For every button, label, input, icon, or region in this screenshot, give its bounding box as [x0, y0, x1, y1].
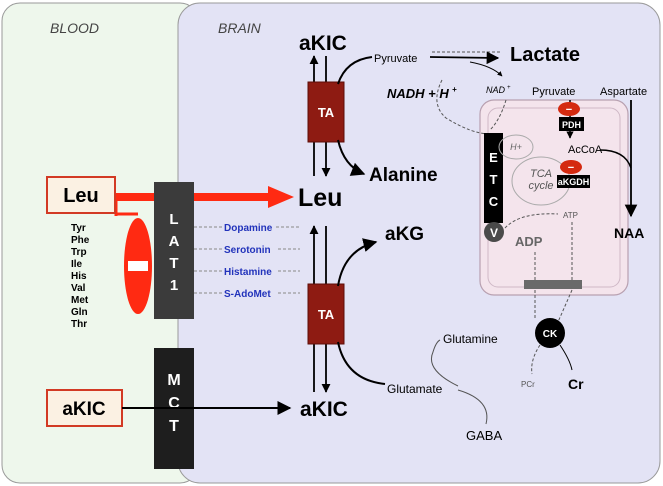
competing-aa-met: Met [71, 295, 89, 306]
competing-aa-val: Val [71, 283, 86, 294]
neuro-dopamine: Dopamine [224, 223, 273, 234]
competing-aa-gln: Gln [71, 307, 88, 318]
akgdh-label: aKGDH [558, 177, 590, 187]
glutamate-to-glutamine-curve [431, 339, 459, 387]
atp-synthase-v [484, 222, 504, 242]
leu-blood-box [46, 176, 116, 214]
lat1-letter-t: T [169, 255, 178, 272]
lat1-letter-a: A [169, 233, 180, 250]
nadh-to-etc-dashed [489, 99, 507, 131]
accoa-label: AcCoA [568, 144, 603, 156]
atp-label: ATP [563, 211, 578, 220]
aspartate-label: Aspartate [600, 86, 647, 98]
competing-aa-phe: Phe [71, 235, 90, 246]
mct-letter-c: C [168, 395, 180, 412]
lat1-transporter [154, 182, 194, 319]
pyruvate-to-ta-curve [337, 56, 373, 85]
pyruvate-lactate-arrow [429, 51, 500, 65]
akic-bottom-label: aKIC [300, 398, 348, 421]
competing-aa-tyr: Tyr [71, 223, 86, 234]
gaba-label: GABA [466, 428, 502, 443]
akic-blood-label: aKIC [62, 399, 106, 420]
glutamine-label: Glutamine [443, 332, 498, 346]
ta-top-box [307, 81, 345, 143]
nad-label: NAD [486, 85, 506, 95]
competing-aa-thr: Thr [71, 319, 87, 330]
ck-link-right [557, 289, 573, 323]
leu-brain-label: Leu [298, 184, 342, 212]
ck-label: CK [543, 329, 558, 340]
neuro-sadomet: S-AdoMet [224, 289, 271, 300]
atp-synthase-label: V [490, 226, 498, 240]
nad-curve [469, 61, 503, 77]
leu-blood-label: Leu [63, 185, 99, 207]
nadh-sup: + [452, 85, 457, 94]
mct-letter-t: T [169, 418, 179, 435]
competing-aa-his: His [71, 271, 87, 282]
competing-aa-trp: Trp [71, 247, 87, 258]
ta-bottom-box [307, 283, 345, 345]
pyruvate-ta-label: Pyruvate [374, 53, 417, 65]
h-plus-space [498, 134, 534, 160]
glutamate-label: Glutamate [387, 382, 443, 396]
competing-aa-ile: Ile [71, 259, 83, 270]
tca-label-2: cycle [528, 180, 553, 192]
ck-to-cr-curve [559, 344, 573, 371]
akgdh-inhibitor-sign: − [568, 162, 574, 174]
neuro-serotonin: Serotonin [224, 245, 271, 256]
etc-letter-e: E [489, 150, 498, 165]
cr-label: Cr [568, 376, 584, 392]
akg-label: aKG [385, 224, 424, 245]
brain-label: BRAIN [218, 20, 262, 36]
pcr-label: PCr [521, 380, 535, 389]
ck-to-pcr-curve [531, 344, 541, 375]
nad-sup: + [507, 85, 511, 91]
etc-complex [484, 133, 503, 223]
accoa-to-naa-curve [599, 149, 632, 169]
nadh-label: NADH + H [387, 86, 449, 101]
lat1-letter-1: 1 [170, 277, 178, 294]
pdh-inhibitor-sign: − [566, 104, 572, 116]
ta-to-akg-curve [337, 238, 378, 287]
akgdh-box [557, 175, 590, 188]
h-plus-label: H+ [510, 142, 522, 152]
glutamate-to-gaba-curve [457, 389, 488, 425]
akic-top-label: aKIC [299, 32, 347, 55]
akgdh-inhibitor [560, 160, 582, 174]
competition-inhibitor-sign [128, 261, 148, 271]
mitochondrion [479, 99, 629, 296]
pdh-box [559, 117, 584, 131]
ta-top-label: TA [318, 105, 335, 120]
mct-letter-m: M [167, 372, 180, 389]
naa-label: NAA [614, 225, 644, 241]
lat1-letter-l: L [169, 211, 178, 228]
etc-letter-c: C [489, 194, 499, 209]
lactate-label: Lactate [510, 44, 580, 66]
atp-dashed [504, 213, 559, 229]
mito-membrane-bar [524, 280, 582, 289]
leu-transport-arrowhead [268, 186, 294, 208]
etc-letter-t: T [490, 172, 498, 187]
pdh-inhibitor [558, 102, 580, 116]
alanine-label: Alanine [369, 165, 438, 186]
neuro-histamine: Histamine [224, 267, 272, 278]
adp-label: ADP [515, 234, 543, 249]
pdh-label: PDH [562, 120, 581, 130]
nad-to-etc-dashed [436, 79, 491, 135]
ta-bottom-label: TA [318, 307, 335, 322]
ta-to-alanine-curve [337, 139, 366, 176]
tca-label-1: TCA [530, 168, 552, 180]
akic-blood-box [46, 389, 123, 427]
pyruvate-mito-label: Pyruvate [532, 86, 575, 98]
ck-enzyme [535, 318, 565, 348]
blood-label: BLOOD [50, 20, 99, 36]
glutamate-to-ta-curve [337, 341, 386, 385]
